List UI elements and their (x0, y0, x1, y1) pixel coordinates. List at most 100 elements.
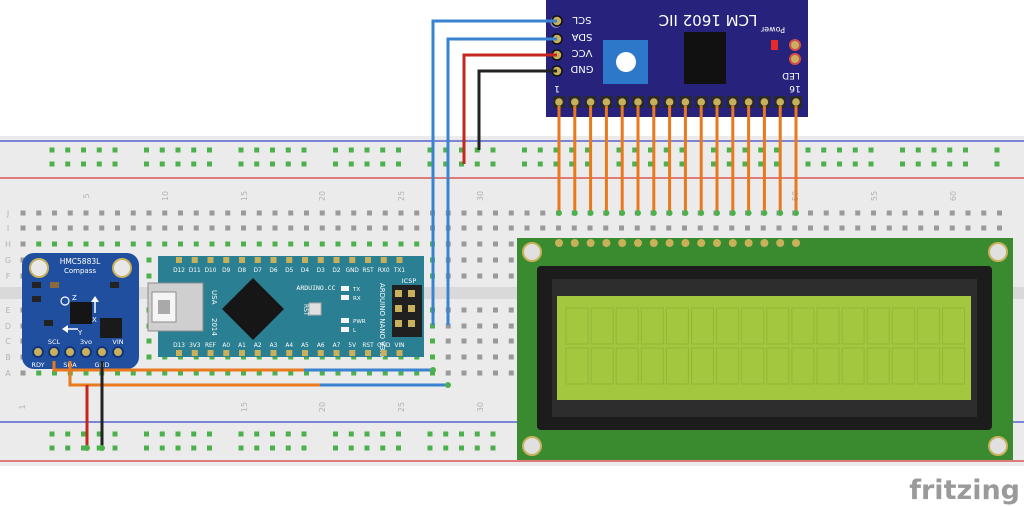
terminal-hole[interactable] (367, 241, 372, 247)
terminal-hole[interactable] (319, 225, 325, 231)
rail-hole[interactable] (459, 431, 464, 437)
lcd-pin[interactable] (555, 239, 563, 247)
lcd-pin[interactable] (728, 239, 737, 247)
terminal-hole[interactable] (146, 257, 152, 263)
terminal-hole[interactable] (351, 370, 357, 376)
terminal-hole[interactable] (445, 323, 451, 329)
rail-hole[interactable] (443, 445, 449, 451)
terminal-hole[interactable] (493, 241, 498, 247)
rail-hole[interactable] (270, 161, 275, 167)
nano-pin[interactable] (254, 257, 261, 263)
terminal-hole[interactable] (115, 241, 120, 247)
rail-hole[interactable] (364, 161, 370, 167)
nano-pin[interactable] (239, 350, 245, 356)
rail-hole[interactable] (726, 161, 732, 167)
terminal-hole[interactable] (776, 225, 782, 231)
nano-pin[interactable] (191, 350, 198, 356)
terminal-hole[interactable] (508, 225, 514, 231)
rail-hole[interactable] (159, 445, 165, 451)
terminal-hole[interactable] (351, 210, 357, 216)
terminal-hole[interactable] (981, 225, 987, 231)
compass-pin[interactable] (64, 346, 76, 358)
rail-hole[interactable] (333, 147, 338, 153)
terminal-hole[interactable] (634, 225, 640, 231)
rail-hole[interactable] (837, 161, 842, 167)
terminal-hole[interactable] (351, 241, 357, 247)
terminal-hole[interactable] (461, 225, 467, 231)
lcd-pin[interactable] (665, 239, 674, 247)
terminal-hole[interactable] (839, 225, 845, 231)
rail-hole[interactable] (852, 147, 858, 153)
nano-pin[interactable] (223, 257, 230, 263)
rail-hole[interactable] (238, 431, 244, 437)
terminal-hole[interactable] (20, 257, 26, 263)
terminal-hole[interactable] (36, 241, 42, 247)
rail-hole[interactable] (207, 161, 212, 167)
i2c-header-pin[interactable] (681, 98, 690, 106)
terminal-hole[interactable] (146, 225, 152, 231)
rail-hole[interactable] (679, 147, 685, 153)
terminal-hole[interactable] (839, 210, 845, 216)
rail-hole[interactable] (963, 147, 968, 153)
rail-hole[interactable] (49, 431, 55, 437)
terminal-hole[interactable] (146, 210, 152, 216)
rail-hole[interactable] (585, 147, 590, 153)
terminal-hole[interactable] (36, 225, 42, 231)
rail-hole[interactable] (380, 431, 386, 437)
i2c-header-pin[interactable] (760, 98, 769, 106)
rail-hole[interactable] (805, 147, 811, 153)
lcd-pin[interactable] (744, 239, 753, 247)
terminal-hole[interactable] (493, 354, 498, 360)
icsp-pin[interactable] (395, 290, 402, 297)
terminal-hole[interactable] (461, 241, 467, 247)
terminal-hole[interactable] (697, 225, 703, 231)
rail-hole[interactable] (931, 147, 937, 153)
nano-pin[interactable] (380, 350, 387, 356)
rail-hole[interactable] (553, 161, 559, 167)
rail-hole[interactable] (333, 431, 338, 437)
nano-pin[interactable] (254, 350, 261, 356)
rail-hole[interactable] (632, 147, 638, 153)
icsp-pin[interactable] (395, 320, 402, 327)
rail-hole[interactable] (459, 445, 464, 451)
terminal-hole[interactable] (808, 210, 813, 216)
rail-hole[interactable] (348, 161, 354, 167)
rail-hole[interactable] (427, 147, 433, 153)
rail-hole[interactable] (900, 161, 905, 167)
rail-hole[interactable] (774, 161, 779, 167)
terminal-hole[interactable] (99, 210, 105, 216)
terminal-hole[interactable] (398, 370, 404, 376)
terminal-hole[interactable] (871, 225, 876, 231)
rail-hole[interactable] (537, 161, 543, 167)
terminal-hole[interactable] (146, 241, 152, 247)
terminal-hole[interactable] (20, 225, 26, 231)
rail-hole[interactable] (569, 147, 575, 153)
terminal-hole[interactable] (288, 241, 294, 247)
rail-hole[interactable] (947, 161, 953, 167)
terminal-hole[interactable] (965, 225, 971, 231)
terminal-hole[interactable] (288, 225, 294, 231)
terminal-hole[interactable] (477, 307, 483, 313)
terminal-hole[interactable] (272, 241, 278, 247)
rail-hole[interactable] (191, 431, 197, 437)
i2c-header-pin[interactable] (729, 98, 737, 106)
terminal-hole[interactable] (193, 370, 199, 376)
terminal-hole[interactable] (304, 225, 309, 231)
rail-hole[interactable] (144, 431, 149, 437)
terminal-hole[interactable] (508, 307, 514, 313)
rail-hole[interactable] (112, 445, 118, 451)
terminal-hole[interactable] (83, 370, 89, 376)
rail-hole[interactable] (679, 161, 685, 167)
rail-hole[interactable] (427, 161, 433, 167)
terminal-hole[interactable] (146, 273, 152, 279)
terminal-hole[interactable] (729, 225, 735, 231)
nano-pin[interactable] (239, 257, 245, 263)
terminal-hole[interactable] (477, 241, 483, 247)
rail-hole[interactable] (443, 161, 449, 167)
lcd-pin[interactable] (618, 239, 627, 247)
terminal-hole[interactable] (508, 210, 514, 216)
rail-hole[interactable] (490, 431, 496, 437)
rail-hole[interactable] (585, 161, 590, 167)
rail-hole[interactable] (348, 445, 354, 451)
lcd-pin[interactable] (792, 239, 800, 247)
